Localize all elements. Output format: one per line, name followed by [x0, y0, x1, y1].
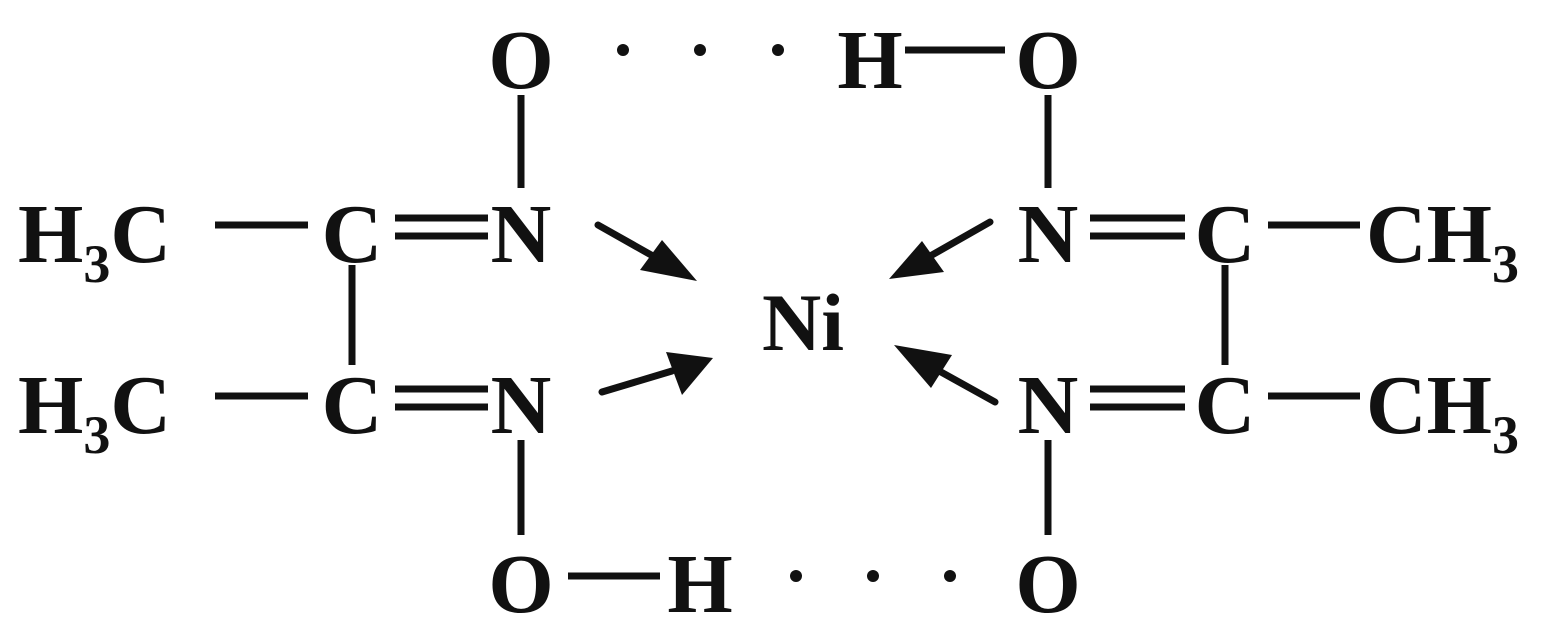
- left-lower-carbon: C: [322, 359, 383, 452]
- coordination-arrows: [594, 218, 999, 406]
- left-lower-methyl: H3C: [18, 359, 171, 465]
- right-upper-methyl: CH3: [1366, 188, 1519, 294]
- bottom-hydrogen: H: [667, 538, 732, 621]
- top-hydrogen: H: [837, 14, 902, 107]
- hbond-bottom-dot-3: [944, 570, 956, 582]
- arrow-upper-left: [594, 221, 697, 281]
- bottom-left-oxygen: O: [488, 538, 553, 621]
- hbond-bottom-dot-1: [790, 570, 802, 582]
- hbond-top-dot-3: [772, 44, 784, 56]
- right-upper-nitrogen: N: [1018, 188, 1079, 281]
- top-right-oxygen: O: [1015, 14, 1080, 107]
- hbond-top-dot-2: [694, 44, 706, 56]
- hbond-bottom-dot-2: [867, 570, 879, 582]
- arrow-lower-right: [894, 345, 999, 406]
- right-lower-carbon: C: [1195, 359, 1256, 452]
- left-upper-nitrogen: N: [491, 188, 552, 281]
- right-lower-nitrogen: N: [1018, 359, 1079, 452]
- arrow-lower-left: [598, 352, 713, 396]
- hydrogen-bonds: [617, 44, 956, 582]
- bonds: [215, 46, 1360, 580]
- left-upper-methyl: H3C: [18, 188, 171, 294]
- left-upper-carbon: C: [322, 188, 383, 281]
- left-lower-nitrogen: N: [491, 359, 552, 452]
- right-lower-methyl: CH3: [1366, 359, 1519, 465]
- top-left-oxygen: O: [488, 14, 553, 107]
- arrow-upper-right: [889, 218, 994, 279]
- hbond-top-dot-1: [617, 44, 629, 56]
- atoms: Ni H3C H3C C C N N O O H H O O N N C C C…: [18, 14, 1519, 621]
- bottom-right-oxygen: O: [1015, 538, 1080, 621]
- right-upper-carbon: C: [1195, 188, 1256, 281]
- metal-label: Ni: [762, 277, 844, 368]
